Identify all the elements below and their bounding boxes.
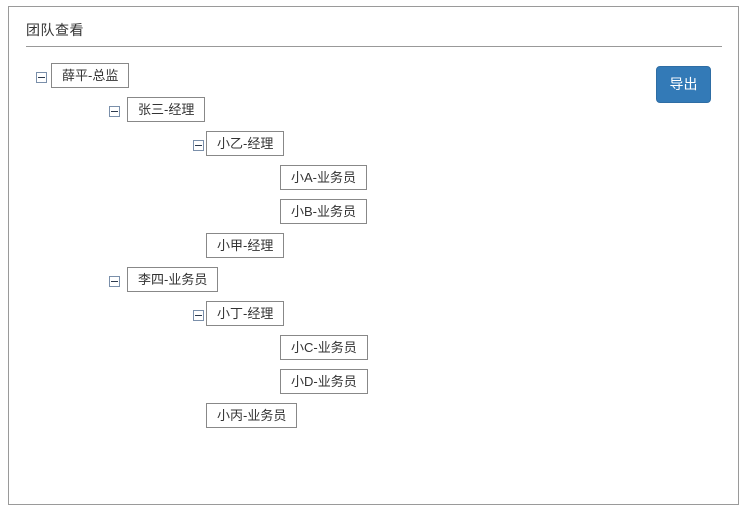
minus-square-icon[interactable] bbox=[109, 106, 120, 117]
minus-square-icon[interactable] bbox=[36, 72, 47, 83]
tree-row: 张三-经理 bbox=[9, 97, 738, 131]
tree-node-4[interactable]: 小A-业务员 bbox=[280, 165, 368, 190]
tree-row: 小C-业务员 bbox=[9, 335, 738, 369]
tree-row: 小B-业务员 bbox=[9, 199, 738, 233]
tree-node-5[interactable]: 小B-业务员 bbox=[280, 199, 368, 224]
tree-row: 小丁-经理 bbox=[9, 301, 738, 335]
panel-header: 团队查看 bbox=[9, 7, 738, 47]
minus-square-icon[interactable] bbox=[193, 140, 204, 151]
tree-node-2[interactable]: 张三-经理 bbox=[127, 97, 206, 122]
tree-row: 薛平-总监 bbox=[9, 63, 738, 97]
tree-node-6[interactable]: 小甲-经理 bbox=[206, 233, 285, 258]
minus-square-icon[interactable] bbox=[193, 310, 204, 321]
tree-row: 小甲-经理 bbox=[9, 233, 738, 267]
tree-node-11[interactable]: 小丙-业务员 bbox=[206, 403, 298, 428]
org-tree: 薛平-总监张三-经理小乙-经理小A-业务员小B-业务员小甲-经理李四-业务员小丁… bbox=[9, 63, 738, 437]
page-title: 团队查看 bbox=[26, 22, 84, 38]
tree-node-7[interactable]: 李四-业务员 bbox=[127, 267, 219, 292]
tree-row: 小乙-经理 bbox=[9, 131, 738, 165]
tree-node-9[interactable]: 小C-业务员 bbox=[280, 335, 368, 360]
tree-row: 小丙-业务员 bbox=[9, 403, 738, 437]
export-button[interactable]: 导出 bbox=[656, 66, 711, 103]
minus-square-icon[interactable] bbox=[109, 276, 120, 287]
tree-row: 小A-业务员 bbox=[9, 165, 738, 199]
tree-node-1[interactable]: 薛平-总监 bbox=[51, 63, 130, 88]
tree-node-10[interactable]: 小D-业务员 bbox=[280, 369, 368, 394]
tree-row: 小D-业务员 bbox=[9, 369, 738, 403]
tree-node-8[interactable]: 小丁-经理 bbox=[206, 301, 285, 326]
header-divider bbox=[26, 46, 722, 47]
team-view-panel: 团队查看 导出 薛平-总监张三-经理小乙-经理小A-业务员小B-业务员小甲-经理… bbox=[8, 6, 739, 505]
tree-row: 李四-业务员 bbox=[9, 267, 738, 301]
tree-node-3[interactable]: 小乙-经理 bbox=[206, 131, 285, 156]
